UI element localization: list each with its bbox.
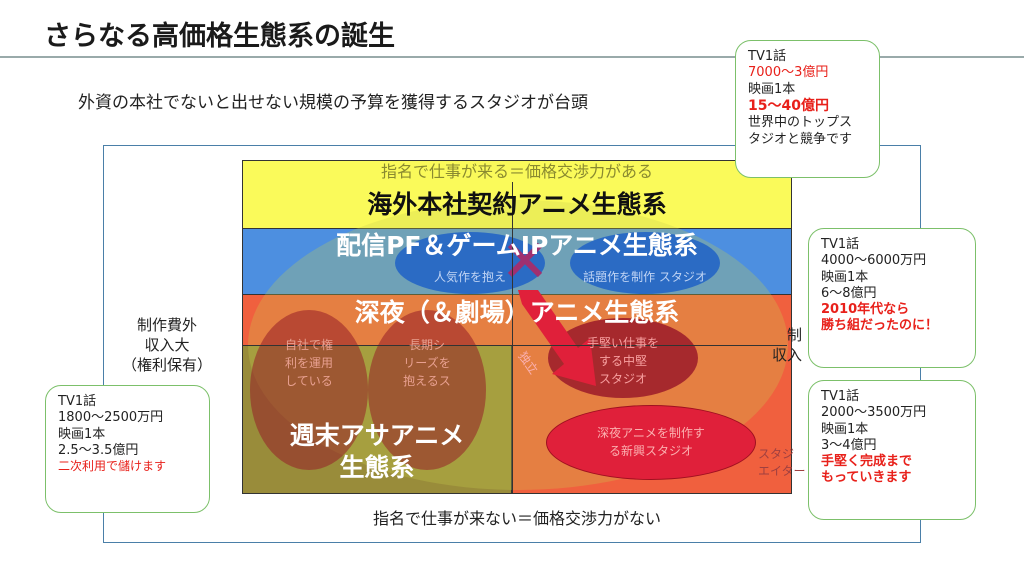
band-streaming-label: 配信PF＆ゲームIPアニメ生態系 <box>336 231 698 260</box>
axis-top-label: 指名で仕事が来る＝価格交渉力がある <box>380 162 653 181</box>
blob-popular-text: 人気作を抱え <box>433 270 506 284</box>
blob-text: 利を運用 <box>284 356 333 370</box>
page-title: さらなる高価格生態系の誕生 <box>44 21 395 52</box>
axis-left-label: 制作費外収入大 （権利保有） <box>122 315 212 375</box>
callout-text: 1800～2500万円 <box>58 410 164 426</box>
axis-right-label: 制収入 <box>772 325 802 365</box>
blob-hit-text: 話題作を制作 スタジオ <box>560 268 730 286</box>
blob-text: 話題作を制作 <box>583 270 656 284</box>
blob-rights <box>250 310 368 470</box>
label-line: 収入 <box>772 346 803 364</box>
callout-text: 映画1本 <box>821 421 869 437</box>
blob-hit <box>570 232 720 294</box>
blob-midsize-text: 手堅い仕事をする中堅スタジオ <box>548 334 698 388</box>
blob-rights-text: 自社で権利を運用している <box>250 336 368 390</box>
faint-labels: スタジエイター <box>758 446 806 480</box>
callout-text: 映画1本 <box>748 81 796 97</box>
blob-text: る新興スタジオ <box>608 444 693 458</box>
vertical-axis <box>512 182 513 494</box>
cross-icon <box>507 242 543 278</box>
callout-streaming: TV1話 4000～6000万円 映画1本 6～8億円 2010年代なら 勝ち組… <box>808 228 976 368</box>
blob-text: スタジオ <box>598 372 647 386</box>
callout-text: 勝ち組だったのに！ <box>821 318 939 334</box>
title-divider <box>0 56 1024 58</box>
subtitle: 外資の本社でないと出せない規模の予算を獲得するスタジオが台頭 <box>78 93 588 113</box>
blob-text: 手堅い仕事を <box>586 336 659 350</box>
callout-text: 3～4億円 <box>821 437 877 453</box>
callout-text: 映画1本 <box>821 269 869 285</box>
blob-text: リーズを <box>403 356 451 370</box>
callout-latenight: TV1話 2000～3500万円 映画1本 3～4億円 手堅く完成まで もってい… <box>808 380 976 520</box>
band-overseas-label: 海外本社契約アニメ生態系 <box>367 190 667 219</box>
label-line: 制 <box>787 326 803 344</box>
callout-text: 6～8億円 <box>821 285 877 301</box>
blob-text: 抱えるス <box>403 374 451 388</box>
blob-text: スタジオ <box>658 270 707 284</box>
callout-text: TV1話 <box>821 237 860 252</box>
callout-text: 7000～3億円 <box>748 65 829 81</box>
callout-text: 映画1本 <box>58 426 106 442</box>
callout-text: 2.5～3.5億円 <box>58 442 139 458</box>
callout-text: タジオと競争です <box>748 131 853 147</box>
callout-text: 二次利用で儲けます <box>58 459 167 473</box>
label-line: （権利保有） <box>122 356 213 374</box>
blob-text: 自社で権 <box>284 338 333 352</box>
blob-series-text: 長期シリーズを抱えるス <box>368 336 486 390</box>
faint-text: エイター <box>758 464 806 478</box>
callout-text: 手堅く完成まで <box>821 454 913 469</box>
callout-text: TV1話 <box>821 389 860 404</box>
band-weekend-label: 週末アサアニメ生態系 <box>262 420 492 484</box>
axis-bottom-label: 指名で仕事が来ない＝価格交渉力がない <box>372 509 661 528</box>
blob-text: 深夜アニメを制作す <box>597 426 705 440</box>
blob-newcomer-text: 深夜アニメを制作する新興スタジオ <box>546 424 756 460</box>
horizontal-axis <box>242 345 787 346</box>
independence-arrow-icon <box>518 290 596 386</box>
blob-text: 長期シ <box>408 338 445 352</box>
callout-text: TV1話 <box>58 394 97 409</box>
faint-text: スタジ <box>758 447 795 461</box>
callout-text: 世界中のトップス <box>748 115 853 131</box>
label-line: 収入大 <box>144 336 190 354</box>
callout-text: TV1話 <box>748 49 787 64</box>
blob-series <box>368 310 486 470</box>
label-line: 生態系 <box>339 453 415 482</box>
callout-text: 2010年代なら <box>821 302 910 317</box>
label-line: 制作費外 <box>137 316 198 334</box>
callout-text: 4000～6000万円 <box>821 253 927 269</box>
callout-text: 15～40億円 <box>748 97 829 114</box>
blob-text: する中堅 <box>598 354 647 368</box>
blob-text: している <box>285 374 333 388</box>
band-latenight-label: 深夜（＆劇場）アニメ生態系 <box>354 298 680 327</box>
label-line: 週末アサアニメ <box>289 421 465 450</box>
blob-newcomer <box>546 405 756 480</box>
callout-overseas: TV1話 7000～3億円 映画1本 15～40億円 世界中のトップス タジオと… <box>735 40 880 178</box>
callout-text: 2000～3500万円 <box>821 405 927 421</box>
callout-text: もっていきます <box>821 470 912 486</box>
callout-weekend: TV1話 1800～2500万円 映画1本 2.5～3.5億円 二次利用で儲けま… <box>45 385 210 513</box>
